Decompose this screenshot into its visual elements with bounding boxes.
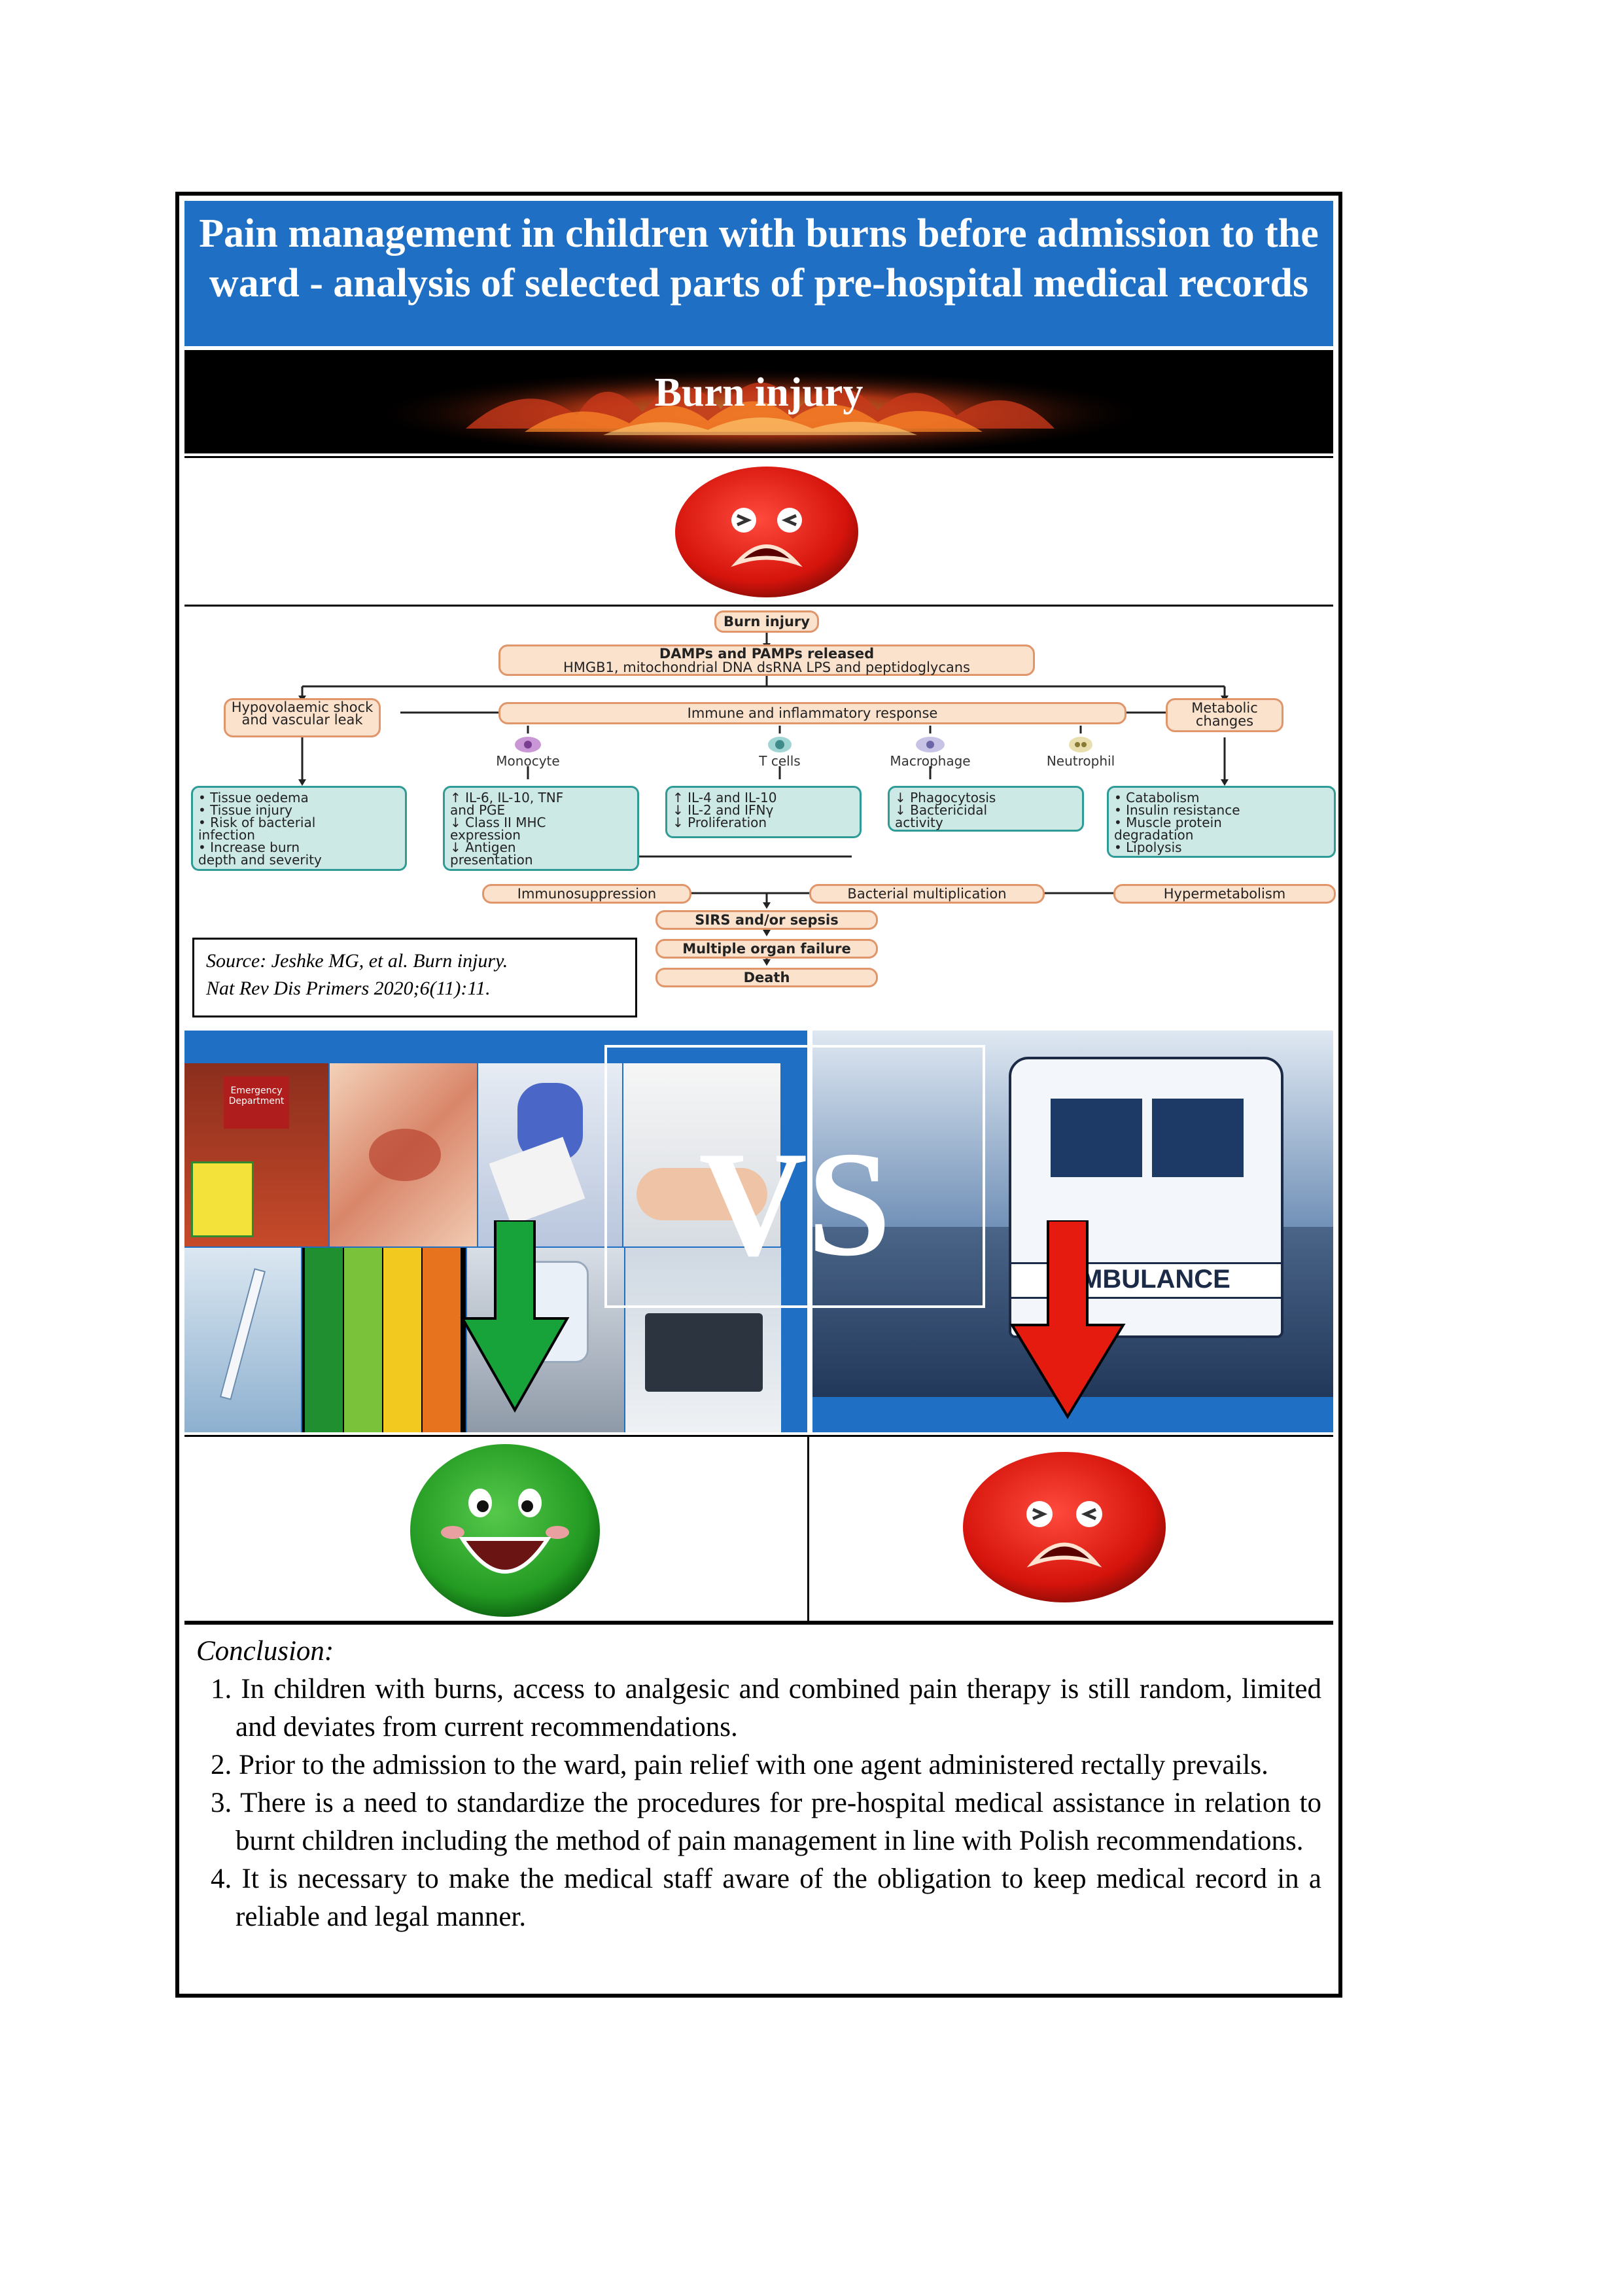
t-cell-icon [768,737,792,752]
flames-illustration [368,363,1153,453]
source-citation: Source: Jeshke MG, et al. Burn injury. N… [192,938,637,1017]
face-row-divider [807,1437,809,1623]
medical-tablet-photo [625,1248,781,1432]
damps-title: DAMPs and PAMPs released [659,646,875,662]
bottom-face-row [184,1435,1333,1625]
iv-drip-hand-photo [623,1063,780,1246]
happy-face-icon [410,1444,600,1617]
conclusion-item-1: 1. In children with burns, access to ana… [211,1674,1321,1742]
green-down-arrow-icon [460,1220,570,1413]
sirs-sepsis-node: SIRS and/or sepsis [655,910,878,930]
burn-injury-label: Burn injury [654,370,864,415]
conclusion-item-4: 4. It is necessary to make the medical s… [211,1863,1321,1932]
burn-injury-node: Burn injury [714,610,819,633]
damps-detail: HMGB1, mitochondrial DNA dsRNA LPS and p… [563,660,971,675]
syringe-photo [184,1248,301,1432]
hypermetabolism-node: Hypermetabolism [1113,884,1336,904]
source-line-1: Source: Jeshke MG, et al. Burn injury. [206,950,508,972]
metabolic-effects-box: • Catabolism • Insulin resistance • Musc… [1107,786,1336,858]
burn-wound-photo [330,1063,477,1246]
damps-node: DAMPs and PAMPs released HMGB1, mitochon… [498,645,1035,676]
top-face-row [184,456,1333,607]
monocyte-effects-box: ↑ IL-6, IL-10, TNF and PGE ↓ Class II MH… [443,786,639,871]
photo-comparison-row: Emergency Department [184,1031,1333,1432]
source-line-2: Nat Rev Dis Primers 2020;6(11):11. [206,978,491,999]
neutrophil-icon [1069,737,1092,752]
bacterial-multiplication-node: Bacterial multiplication [809,884,1045,904]
hospital-collage: Emergency Department [184,1031,807,1432]
pain-scale-faces [302,1248,466,1432]
macrophage-icon [916,737,945,752]
conclusion-item-2: 2. Prior to the admission to the ward, p… [211,1750,1268,1780]
monocyte-icon [515,737,541,752]
metabolic-changes-node: Metabolic changes [1166,698,1283,732]
immunosuppression-node: Immunosuppression [482,884,691,904]
multiple-organ-failure-node: Multiple organ failure [655,939,878,959]
sad-face-icon [675,467,858,597]
vs-frame [604,1045,985,1308]
macrophage-label: Macrophage [890,753,971,769]
conclusion-section: Conclusion: 1. In children with burns, a… [184,1629,1333,1990]
red-down-arrow-icon [1009,1220,1126,1419]
neutrophil-label: Neutrophil [1046,753,1115,769]
poster-title: Pain management in children with burns b… [184,201,1333,346]
macrophage-effects-box: ↓ Phagocytosis ↓ Bactericidal activity [888,786,1084,832]
burn-injury-banner: Burn injury [184,350,1333,453]
gloved-hand-photo [478,1063,622,1246]
poster-frame: Pain management in children with burns b… [175,192,1342,1998]
sad-face-bottom-icon [963,1452,1166,1602]
t-cell-effects-box: ↑ IL-4 and IL-10 ↓ IL-2 and IFNγ ↓ Proli… [665,786,862,838]
t-cells-label: T cells [759,753,801,769]
conclusion-heading: Conclusion: [196,1636,334,1667]
ambulance-photo: AMBULANCE [812,1031,1333,1432]
death-node: Death [655,968,878,987]
emergency-sign: Emergency Department [224,1076,289,1129]
tissue-effects-box: • Tissue oedema • Tissue injury • Risk o… [191,786,407,871]
pathophysiology-diagram: Burn injury DAMPs and PAMPs released HMG… [184,609,1336,1028]
hypovolaemic-node: Hypovolaemic shock and vascular leak [224,698,381,737]
vs-label: VS [698,1120,891,1287]
monocyte-label: Monocyte [496,753,560,769]
conclusion-item-3: 3. There is a need to standardize the pr… [211,1788,1321,1856]
immune-response-node: Immune and inflammatory response [498,702,1126,724]
emergency-department-photo: Emergency Department [184,1063,328,1246]
